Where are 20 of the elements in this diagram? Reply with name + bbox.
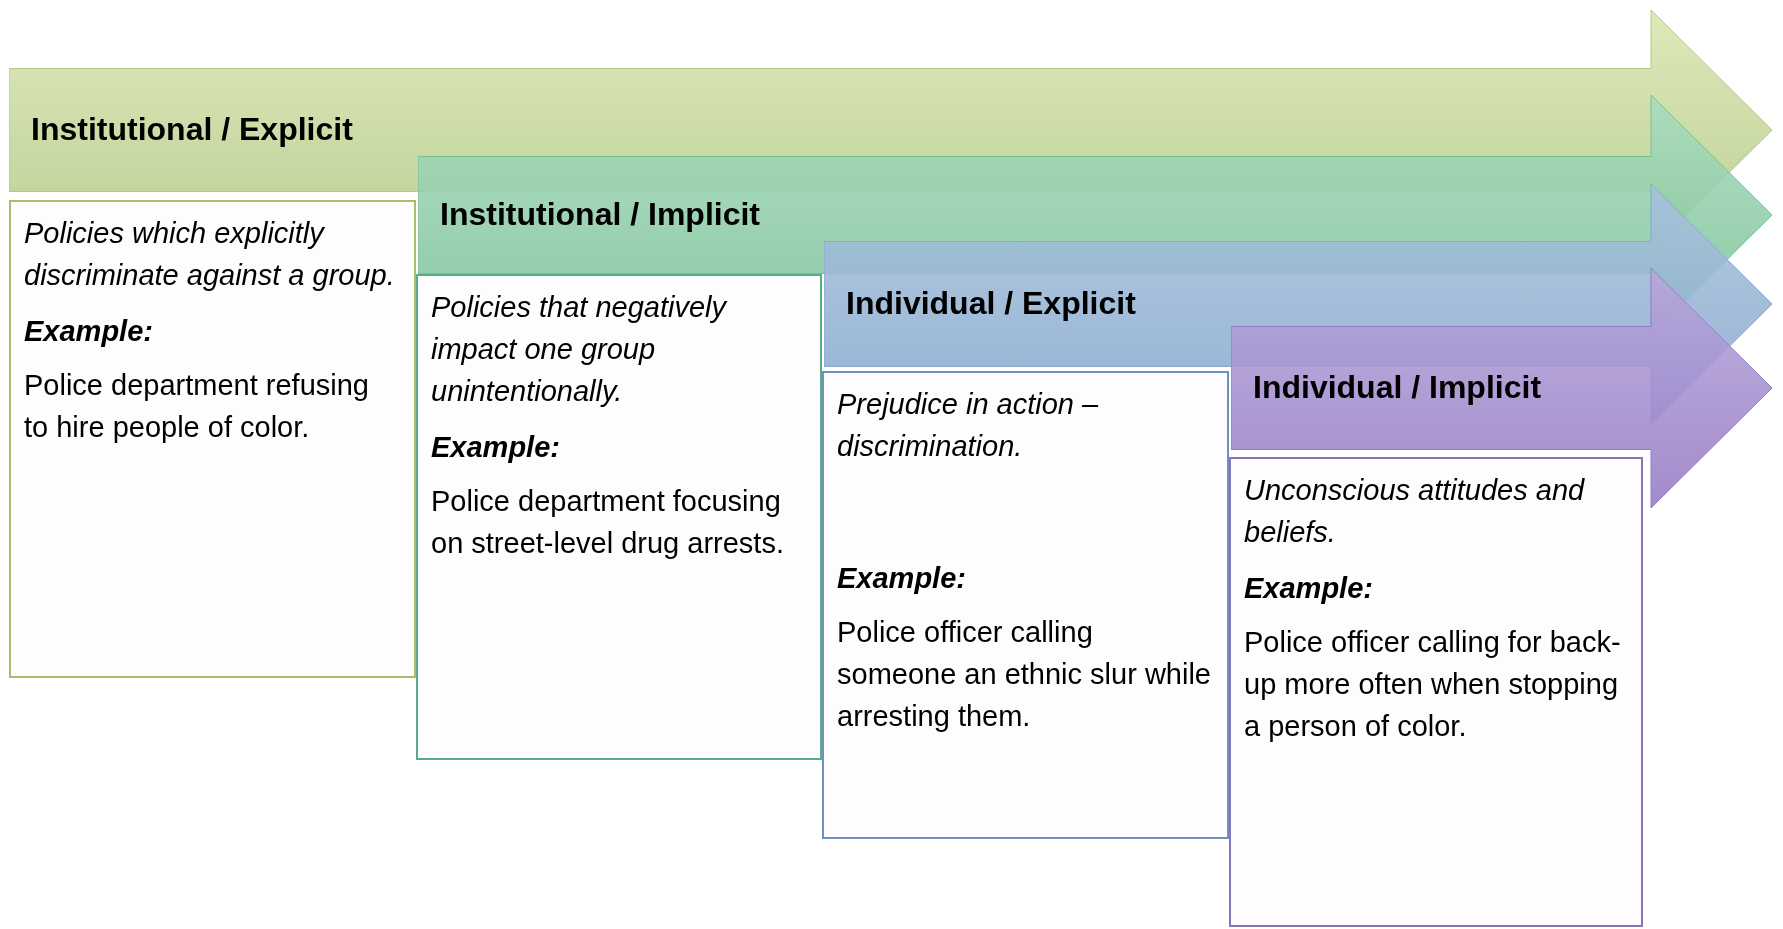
example-heading: Example:: [1244, 571, 1374, 607]
description-card: [9, 200, 416, 678]
example-heading: Example:: [837, 561, 967, 597]
example-text: Police department focusing on street-level drug arrests.: [431, 484, 785, 562]
arrow-heading: Individual / Implicit: [1253, 370, 1542, 403]
description-card: [822, 371, 1229, 839]
description-text: Unconscious attitudes and beliefs.: [1244, 473, 1586, 551]
arrow-heading: Institutional / Explicit: [31, 112, 353, 145]
description-text: Prejudice in action – discrimination.: [837, 387, 1100, 465]
description-card: [1229, 457, 1643, 927]
example-heading: Example:: [431, 430, 561, 466]
description-text: Policies which explicitly discriminate against a group.: [24, 216, 396, 294]
description-text: Policies that negatively impact one group unintentionally.: [431, 290, 729, 410]
example-text: Police officer calling for back-up more often when stopping a person of color.: [1244, 625, 1622, 745]
arrow-heading: Institutional / Implicit: [440, 197, 760, 230]
example-text: Police department refusing to hire people of color.: [24, 368, 370, 446]
description-card: [416, 274, 822, 760]
arrow-heading: Individual / Explicit: [846, 286, 1136, 319]
example-heading: Example:: [24, 314, 154, 350]
example-text: Police officer calling someone an ethnic slur while arresting them.: [837, 615, 1212, 735]
